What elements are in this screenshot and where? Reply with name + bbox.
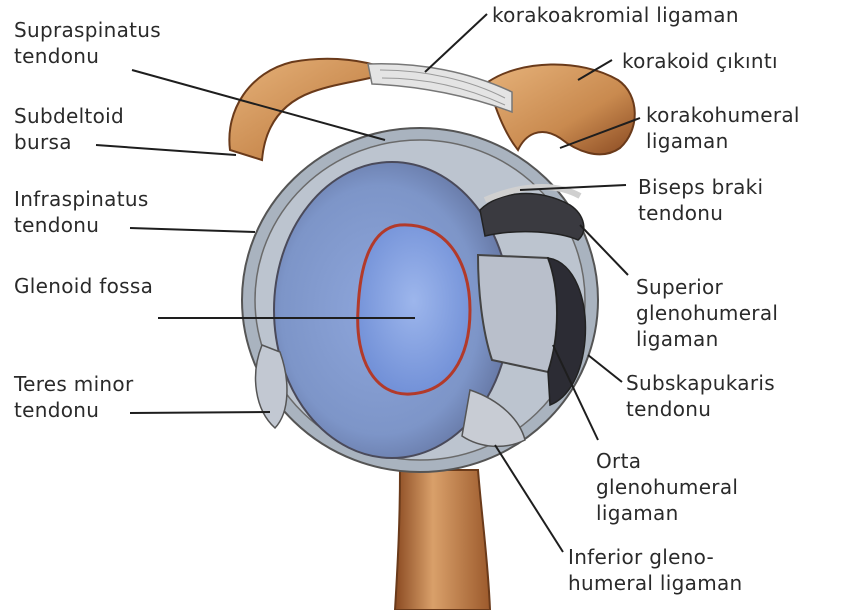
leader-subskapukaris (588, 355, 622, 382)
coracoacromial-ligament (368, 64, 512, 112)
label-subskapukaris: Subskapukaris tendonu (626, 370, 775, 422)
label-korakoid: korakoid çıkıntı (622, 48, 778, 74)
label-korakoakromial: korakoakromial ligaman (492, 2, 739, 28)
articular-cartilage (358, 225, 470, 394)
subscapularis-tendon (478, 255, 557, 372)
leader-korakoakromial (425, 14, 487, 72)
teres-minor-tendon (256, 345, 287, 428)
label-biseps: Biseps braki tendonu (638, 174, 763, 226)
humerus-shaft (395, 470, 490, 610)
label-orta: Orta glenohumeral ligaman (596, 448, 738, 526)
label-subdeltoid: Subdeltoid bursa (14, 103, 124, 155)
leader-teres (130, 412, 270, 413)
label-infraspinatus: Infraspinatus tendonu (14, 186, 149, 238)
label-glenoid: Glenoid fossa (14, 273, 153, 299)
label-teres: Teres minor tendonu (14, 371, 133, 423)
label-supraspinatus: Supraspinatus tendonu (14, 17, 161, 69)
label-korakohumeral: korakohumeral ligaman (646, 102, 800, 154)
leader-inferior (495, 445, 563, 552)
label-superior: Superior glenohumeral ligaman (636, 274, 778, 352)
leader-infraspinatus (130, 228, 255, 232)
label-inferior: Inferior gleno- humeral ligaman (568, 544, 743, 596)
